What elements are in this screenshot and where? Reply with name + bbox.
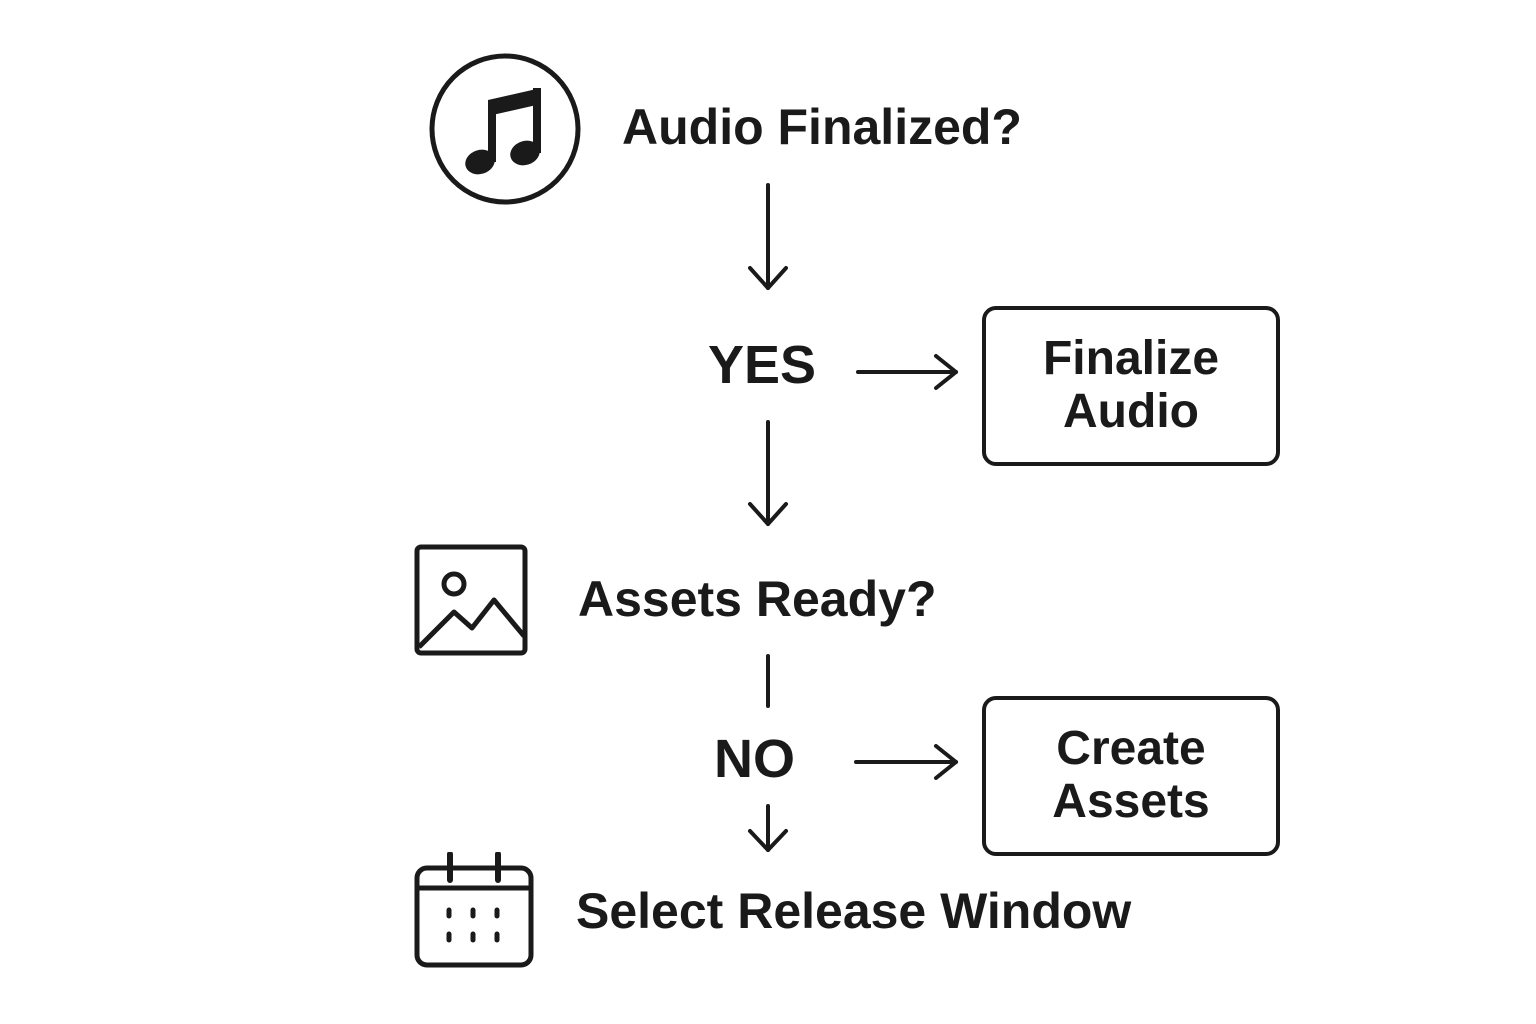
- branch-yes-label: YES: [708, 335, 817, 395]
- action-finalize-audio: Finalize Audio: [982, 306, 1280, 466]
- calendar-icon: [414, 851, 534, 968]
- arrow-no-to-release: [748, 804, 788, 852]
- step-assets-ready: Assets Ready?: [578, 571, 937, 627]
- action-create-assets: Create Assets: [982, 696, 1280, 856]
- arrow-yes-to-finalize-audio: [856, 354, 958, 390]
- music-note-icon: [428, 52, 582, 206]
- step-select-release-window: Select Release Window: [576, 883, 1132, 939]
- arrow-yes-to-assets: [748, 420, 788, 526]
- arrow-audio-to-yes: [748, 183, 788, 290]
- branch-no-label: NO: [714, 729, 795, 789]
- step-audio-finalized: Audio Finalized?: [622, 99, 1022, 155]
- image-icon: [414, 544, 528, 656]
- action-create-assets-label: Create Assets: [1052, 722, 1210, 828]
- arrow-no-to-create-assets: [854, 744, 958, 780]
- action-finalize-audio-label: Finalize Audio: [1042, 332, 1220, 438]
